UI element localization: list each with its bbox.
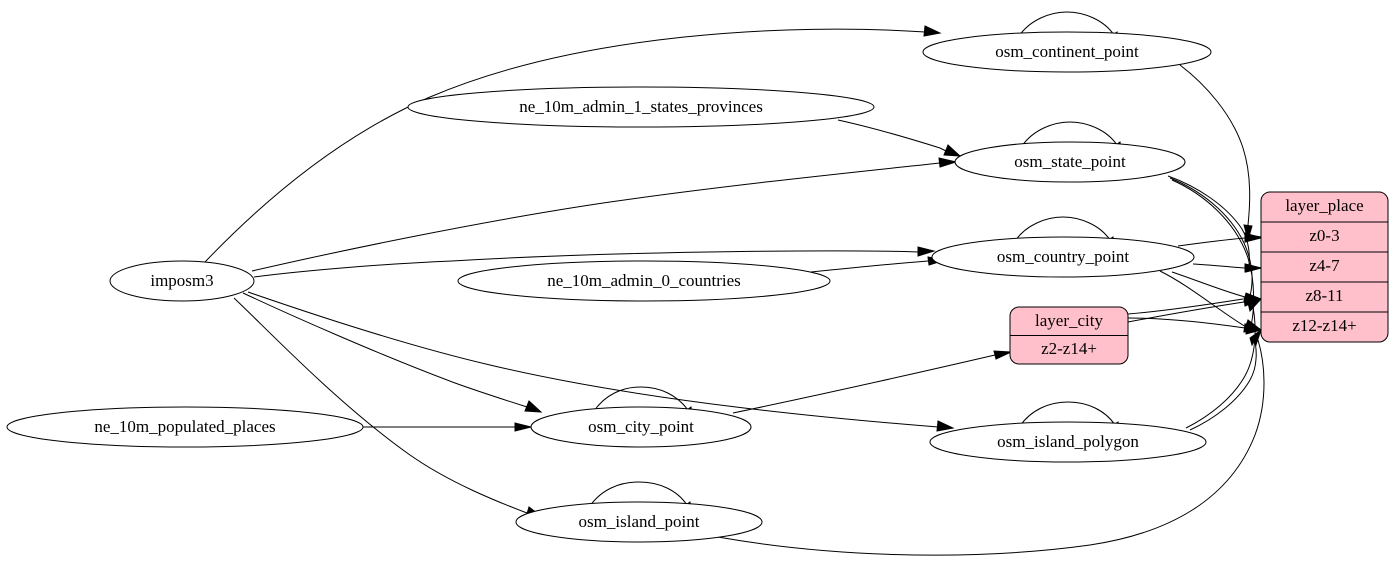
edge-ne-countries-to-osm-country-point (810, 256, 946, 273)
node-osm-island-polygon-label: osm_island_polygon (997, 432, 1139, 451)
node-layer-place[interactable]: layer_place z0-3 z4-7 z8-11 z12-z14+ (1260, 191, 1389, 343)
node-ne-10m-admin-1-states-provinces[interactable]: ne_10m_admin_1_states_provinces (407, 86, 875, 128)
node-ne-states-label: ne_10m_admin_1_states_provinces (519, 97, 763, 116)
edge-ne-states-to-osm-state-point (837, 119, 962, 157)
node-osm-island-point[interactable]: osm_island_point (515, 501, 763, 543)
nodes-layer: imposm3 ne_10m_admin_1_states_provinces … (6, 31, 1212, 543)
edge-osm-island-polygon-to-layer-place-z12-z14 (1189, 329, 1262, 431)
edge-imposm3-to-osm-city-point (242, 292, 543, 413)
edge-ne-populated-to-osm-city-point (363, 422, 532, 432)
node-osm-state-point-label: osm_state_point (1014, 152, 1126, 171)
edge-osm-city-point-to-layer-city-z2-z14 (732, 350, 1012, 414)
layer-place-row-z0-3-label: z0-3 (1309, 226, 1339, 245)
layer-city-row-z2-z14-label: z2-z14+ (1041, 339, 1097, 358)
node-osm-island-point-label: osm_island_point (579, 512, 700, 531)
layer-place-row-z4-7-label: z4-7 (1309, 256, 1340, 275)
edge-layer-city-to-layer-place-z12-z14 (1127, 317, 1262, 333)
node-osm-state-point[interactable]: osm_state_point (954, 141, 1186, 183)
node-osm-island-polygon[interactable]: osm_island_polygon (929, 421, 1207, 463)
node-osm-continent-point[interactable]: osm_continent_point (922, 31, 1212, 73)
node-osm-city-point-label: osm_city_point (588, 417, 694, 436)
edge-layer-city-to-layer-place-z8-11 (1127, 297, 1262, 323)
node-layer-city[interactable]: layer_city z2-z14+ (1009, 306, 1129, 365)
edge-imposm3-to-osm-island-polygon (247, 291, 955, 432)
layer-city-header-label: layer_city (1035, 311, 1103, 330)
node-osm-country-point-label: osm_country_point (997, 247, 1129, 266)
node-ne-populated-label: ne_10m_populated_places (94, 417, 275, 436)
edge-osm-country-point-to-layer-place-z0-3 (1177, 233, 1262, 247)
edge-imposm3-to-osm-continent-point (204, 25, 942, 263)
node-imposm3-label: imposm3 (150, 271, 213, 290)
edges-layer (204, 11, 1265, 556)
edge-osm-island-point-to-layer-place-z12-z14 (717, 329, 1265, 556)
node-imposm3[interactable]: imposm3 (109, 260, 255, 302)
node-osm-country-point[interactable]: osm_country_point (931, 236, 1195, 278)
edge-imposm3-to-osm-island-point (233, 297, 544, 518)
node-ne-countries-label: ne_10m_admin_0_countries (547, 271, 741, 290)
edge-osm-continent-point-to-layer-place-z0-3 (1179, 64, 1263, 243)
node-ne-10m-populated-places[interactable]: ne_10m_populated_places (6, 406, 364, 448)
node-osm-city-point[interactable]: osm_city_point (530, 406, 752, 448)
edge-imposm3-to-osm-state-point (251, 157, 958, 272)
edge-osm-island-polygon-to-layer-place-z8-11 (1185, 297, 1263, 429)
layer-place-row-z12-z14-label: z12-z14+ (1292, 316, 1356, 335)
layer-place-row-z8-11-label: z8-11 (1305, 286, 1343, 305)
edge-osm-country-point-to-layer-place-z4-7 (1192, 263, 1262, 273)
layer-nodes-layer: layer_city z2-z14+ layer_place z0-3 z4-7… (1009, 191, 1389, 365)
layer-place-header-label: layer_place (1285, 196, 1363, 215)
node-osm-continent-point-label: osm_continent_point (995, 42, 1139, 61)
edge-layer-city-bundle (1127, 298, 1244, 315)
node-ne-10m-admin-0-countries[interactable]: ne_10m_admin_0_countries (457, 260, 831, 302)
edge-imposm3-to-osm-country-point (253, 246, 936, 278)
